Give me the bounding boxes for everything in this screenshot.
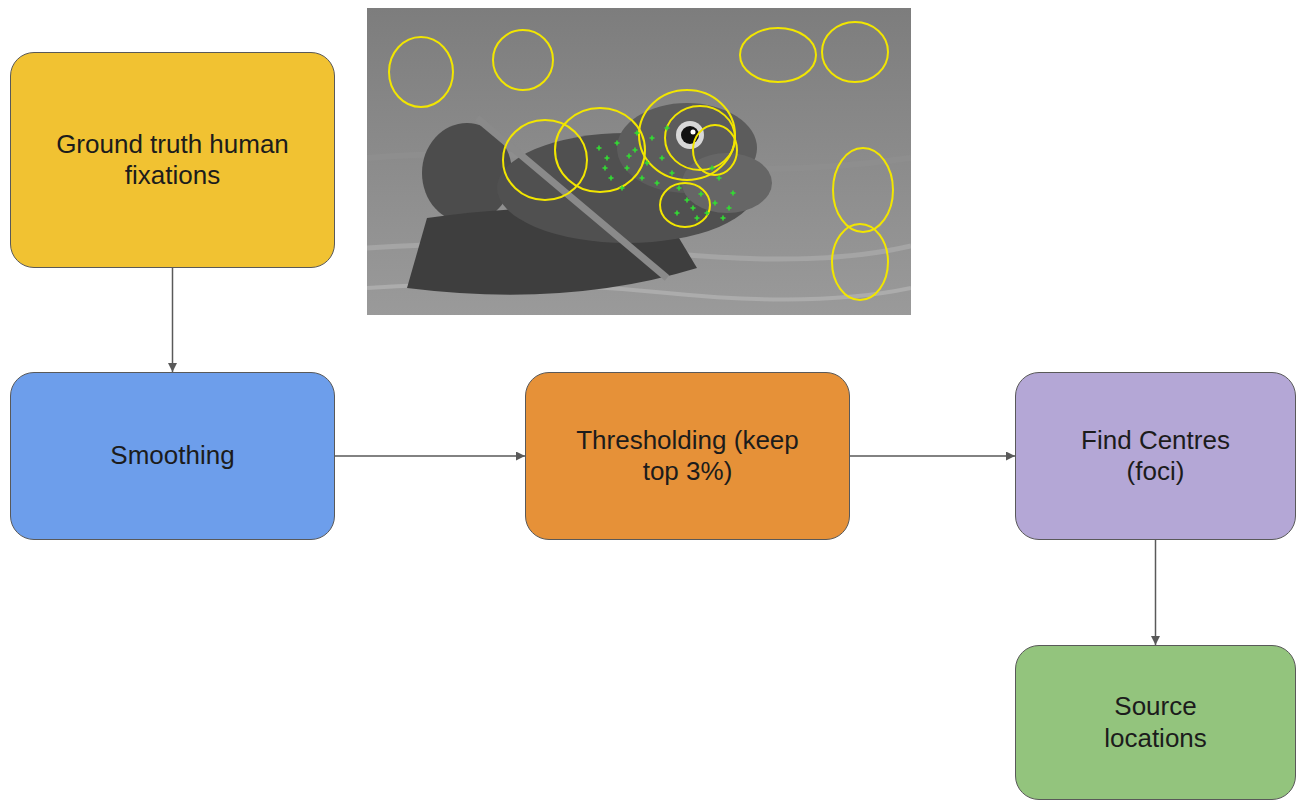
fixation-circle	[833, 148, 893, 232]
fixation-circle	[740, 28, 816, 82]
fixation-dot	[705, 211, 710, 216]
fixation-photo	[367, 8, 911, 315]
flow-arrow	[335, 455, 525, 457]
fixation-dot	[650, 136, 655, 141]
fixation-circle	[832, 224, 888, 300]
fixation-dot	[685, 198, 690, 203]
fixation-circle	[693, 125, 737, 175]
box-label: Thresholding (keep top 3%)	[568, 425, 808, 487]
process-box: Thresholding (keep top 3%)	[525, 372, 850, 540]
process-box: Find Centres (foci)	[1015, 372, 1296, 540]
box-label: Ground truth human fixations	[53, 129, 293, 191]
fixation-circle	[503, 120, 587, 200]
fixation-dot	[731, 191, 736, 196]
fixation-dot	[625, 166, 630, 171]
process-box: Ground truth human fixations	[10, 52, 335, 268]
reed-stem	[477, 118, 667, 278]
fixation-dot	[633, 148, 638, 153]
fixation-circle	[660, 183, 710, 227]
fixation-dot	[665, 126, 670, 131]
fixation-dot	[603, 166, 608, 171]
fixation-circle	[555, 108, 645, 192]
fixation-circle	[639, 90, 735, 180]
fixation-dot	[717, 176, 722, 181]
fixation-dot	[635, 131, 640, 136]
fixation-circle	[493, 30, 553, 90]
fixation-dot	[713, 201, 718, 206]
box-label: Smoothing	[110, 440, 234, 471]
fixation-circles	[389, 22, 893, 300]
fixation-dot	[727, 206, 732, 211]
flow-arrow	[172, 268, 174, 372]
fixation-dot	[609, 176, 614, 181]
process-box: Source locations	[1015, 645, 1296, 800]
fixation-dot	[620, 186, 625, 191]
fixation-circle	[665, 106, 735, 170]
fixation-dot	[675, 211, 680, 216]
fixation-dot	[645, 161, 650, 166]
fixation-dot	[615, 141, 620, 146]
fixation-circle	[389, 37, 453, 107]
frog-eye	[676, 121, 704, 149]
fixation-dots	[597, 126, 736, 221]
fixation-dot	[695, 216, 700, 221]
fixation-dot	[670, 171, 675, 176]
fixation-dot	[677, 186, 682, 191]
fixation-dot	[721, 216, 726, 221]
fixation-dot	[640, 176, 645, 181]
eye-highlight	[691, 130, 696, 135]
box-label: Source locations	[1081, 691, 1231, 753]
fixation-dot	[699, 192, 704, 197]
flow-arrow	[1155, 540, 1157, 645]
water-background	[367, 8, 911, 315]
fixation-dot	[597, 146, 602, 151]
fixation-dot	[710, 166, 715, 171]
fixation-dot	[660, 156, 665, 161]
box-label: Find Centres (foci)	[1061, 425, 1251, 487]
fixation-dot	[627, 154, 632, 159]
fixation-dot	[691, 206, 696, 211]
fixation-circle	[822, 22, 888, 82]
process-box: Smoothing	[10, 372, 335, 540]
fixation-dot	[605, 156, 610, 161]
flow-arrow	[850, 455, 1015, 457]
fixation-dot	[655, 181, 660, 186]
